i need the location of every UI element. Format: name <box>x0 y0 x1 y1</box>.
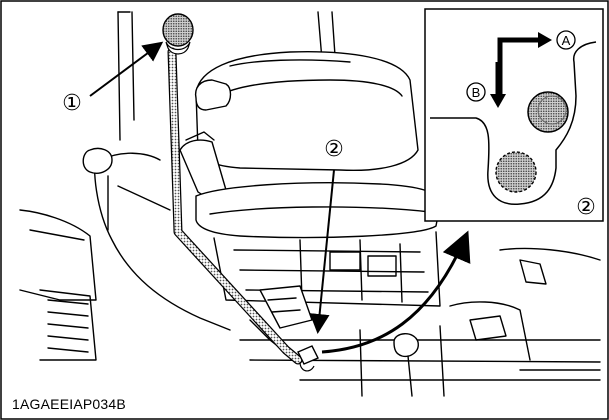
callout-1-label: ① <box>62 91 82 116</box>
tractor-scene <box>19 11 601 397</box>
callout-2-label: ② <box>324 137 344 162</box>
callout-lever-base: ② <box>309 137 344 334</box>
direction-a-label: A <box>562 33 571 48</box>
inset-callout-2-label: ② <box>576 195 596 220</box>
detail-arrow <box>321 230 471 354</box>
figure-code: 1AGAEEIAP034B <box>12 396 126 412</box>
direction-b-label: B <box>472 85 481 100</box>
lever-knob <box>162 13 194 47</box>
lever-position-target <box>495 151 537 193</box>
lever-position-current <box>527 91 569 133</box>
inset-detail: A B ② <box>424 8 604 222</box>
callout-lever: ① <box>60 41 164 116</box>
gear-lever <box>162 13 319 372</box>
